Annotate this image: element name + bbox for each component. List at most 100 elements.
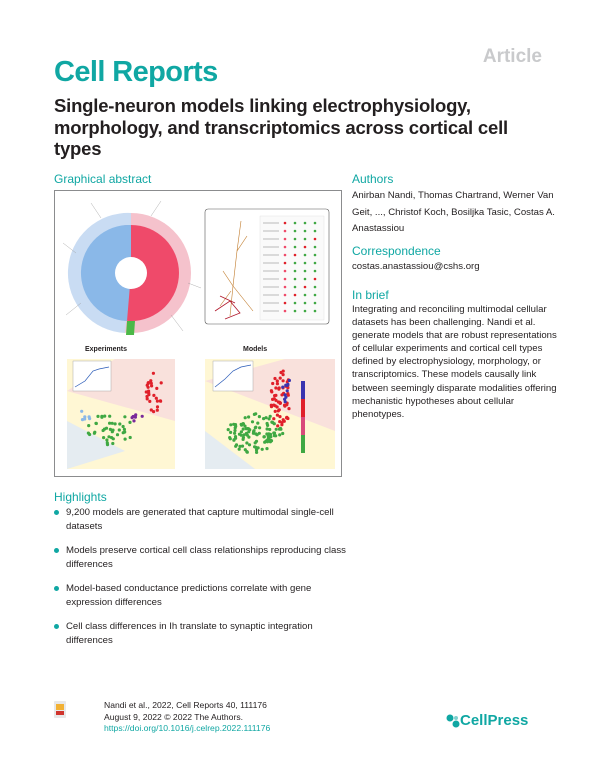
scatter-point	[147, 391, 151, 395]
scatter-point	[279, 427, 283, 431]
table-cell-dot	[293, 301, 297, 305]
scatter-point	[253, 445, 257, 449]
scatter-point	[274, 393, 278, 397]
scatter-point	[273, 409, 277, 413]
scatter-point	[145, 397, 149, 401]
scatter-point	[103, 414, 107, 418]
scatter-point	[105, 443, 110, 447]
scatter-point	[247, 443, 252, 447]
scatter-point	[111, 441, 115, 446]
scatter-point	[278, 420, 282, 424]
journal-name[interactable]: Cell Reports	[54, 56, 218, 88]
scatter-point	[110, 436, 114, 440]
table-cell-dot	[303, 253, 307, 257]
scatter-point	[285, 416, 289, 420]
scatter-point	[265, 421, 269, 426]
scatter-point	[152, 393, 156, 397]
models-colorbar	[301, 381, 305, 453]
scatter-point	[283, 404, 287, 408]
scatter-point	[287, 407, 291, 411]
scatter-point	[102, 427, 107, 431]
scatter-point	[155, 408, 159, 412]
scatter-point	[283, 397, 287, 401]
results-table	[259, 215, 325, 321]
scatter-point	[257, 415, 261, 419]
scatter-point	[118, 422, 122, 426]
scatter-point	[111, 428, 115, 432]
table-cell-dot	[293, 253, 297, 257]
scatter-point	[255, 450, 259, 454]
table-cell-dot	[293, 277, 297, 281]
scatter-point	[105, 438, 109, 442]
scatter-point	[276, 424, 280, 428]
scatter-point	[86, 431, 90, 435]
scatter-point	[272, 431, 276, 435]
table-cell-dot	[293, 261, 297, 265]
scatter-point	[234, 424, 238, 428]
scatter-point	[265, 447, 269, 451]
scatter-point	[277, 408, 281, 412]
table-cell-dot	[313, 269, 317, 273]
scatter-point	[286, 392, 290, 396]
scatter-point	[110, 421, 114, 425]
table-cell-dot	[303, 221, 307, 225]
scatter-point	[243, 448, 247, 452]
scatter-point	[280, 393, 284, 397]
scatter-point	[108, 421, 112, 425]
scatter-point	[275, 405, 279, 409]
experiments-label: Experiments	[85, 346, 127, 353]
scatter-point	[269, 403, 273, 407]
scatter-point	[83, 417, 87, 421]
sunburst-center	[115, 257, 147, 289]
scatter-point	[87, 424, 91, 428]
morphology-table-panel	[204, 208, 330, 325]
table-cell-dot	[303, 277, 307, 281]
scatter-point	[274, 398, 278, 402]
in-brief-heading: In brief	[352, 288, 389, 302]
scatter-point	[254, 425, 258, 429]
scatter-point	[269, 435, 273, 439]
table-cell-dot	[303, 261, 307, 265]
bullet-icon	[54, 510, 59, 515]
table-cell-dot	[283, 269, 287, 273]
scatter-point	[243, 424, 247, 428]
scatter-point	[226, 428, 230, 432]
scatter-point	[245, 441, 249, 445]
correspondence-email[interactable]: costas.anastassiou@cshs.org	[352, 261, 480, 272]
authors-heading: Authors	[352, 172, 394, 186]
scatter-point	[272, 422, 276, 426]
scatter-point	[260, 447, 264, 451]
table-cell-dot	[313, 229, 317, 233]
scatter-point	[264, 439, 268, 443]
scatter-point	[229, 430, 233, 434]
scatter-point	[245, 450, 249, 454]
scatter-point	[108, 427, 112, 431]
scatter-point	[146, 381, 150, 385]
check-for-updates-icon[interactable]	[54, 701, 66, 718]
scatter-point	[281, 373, 285, 377]
scatter-point	[241, 427, 245, 431]
scatter-point	[233, 431, 237, 435]
table-cell-dot	[303, 309, 307, 313]
cellpress-logo[interactable]: CellPress	[460, 712, 529, 729]
graphical-abstract-heading: Graphical abstract	[54, 172, 152, 186]
models-tsne	[205, 359, 335, 469]
scatter-point	[115, 433, 120, 437]
scatter-point	[159, 381, 163, 385]
scatter-point	[285, 389, 289, 393]
doi-link[interactable]: https://doi.org/10.1016/j.celrep.2022.11…	[104, 723, 271, 733]
scatter-point	[272, 403, 276, 407]
scatter-point	[275, 413, 279, 417]
table-cell-dot	[283, 229, 287, 233]
scatter-point	[272, 417, 276, 421]
scatter-point	[233, 428, 237, 433]
scatter-point	[150, 384, 154, 388]
scatter-point	[100, 414, 104, 418]
scatter-point	[155, 399, 159, 403]
table-cell-dot	[303, 229, 307, 233]
scatter-point	[273, 376, 277, 381]
scatter-point	[256, 421, 260, 425]
table-cell-dot	[303, 293, 307, 297]
table-cell-dot	[283, 309, 287, 313]
table-cell-dot	[293, 285, 297, 289]
